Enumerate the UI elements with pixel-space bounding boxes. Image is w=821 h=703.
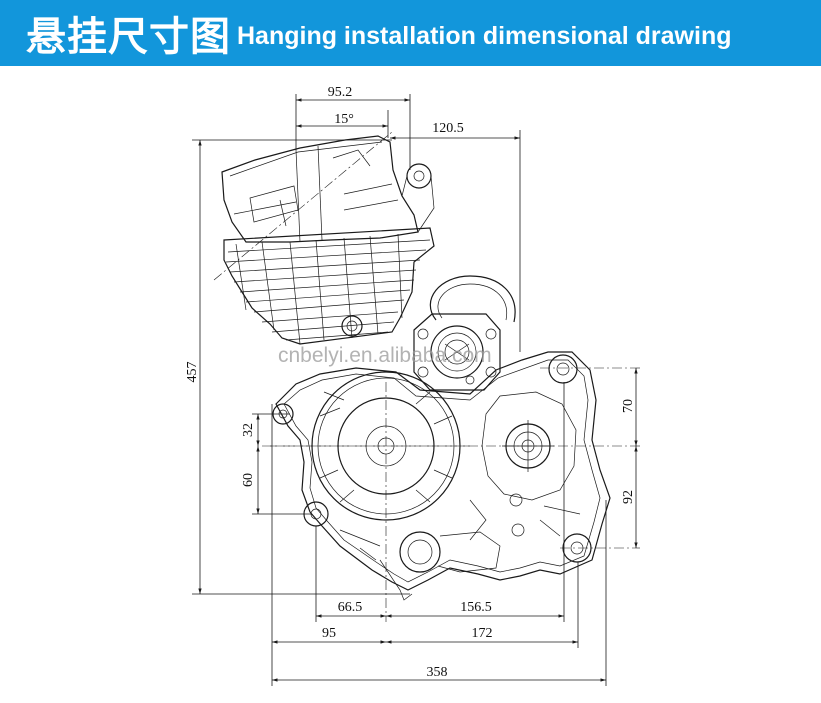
dim-bottom-outer-right: 172 [472, 626, 493, 641]
cooling-fins [225, 233, 431, 345]
title-english: Hanging installation dimensional drawing [237, 21, 732, 50]
dim-total-width: 358 [427, 665, 448, 680]
dimension-labels: 95.2 15° 120.5 457 32 60 70 92 66.5 156.… [185, 85, 636, 680]
crankcase [275, 351, 611, 591]
top-mount-lug [406, 163, 432, 189]
dim-top-width: 95.2 [328, 85, 353, 100]
dim-top-right: 120.5 [432, 121, 464, 136]
dim-right-lower: 92 [621, 490, 636, 504]
engine-dimension-drawing: 95.2 15° 120.5 457 32 60 70 92 66.5 156.… [185, 85, 640, 686]
header-banner: 悬挂尺寸图 Hanging installation dimensional d… [0, 0, 821, 66]
dim-bottom-inner-left: 66.5 [338, 600, 363, 615]
intake-loop [429, 275, 516, 323]
dimension-lines [192, 94, 638, 686]
right-mount-lug-top [548, 354, 578, 384]
dim-left-lower: 60 [241, 473, 256, 487]
valve-cover [221, 135, 419, 243]
dim-bottom-outer-left: 95 [322, 626, 336, 641]
dim-angle: 15° [334, 112, 354, 127]
dim-bottom-inner-right: 156.5 [460, 600, 492, 615]
title-chinese: 悬挂尺寸图 [26, 14, 231, 60]
center-lines [213, 131, 640, 622]
intake-flange [413, 313, 501, 391]
watermark: cnbelyi.en.alibaba.com [278, 344, 492, 367]
dim-right-upper: 70 [621, 399, 636, 413]
clutch-cover [465, 375, 577, 537]
engine-outline [221, 135, 611, 601]
dim-left-upper: 32 [241, 423, 256, 437]
dim-height: 457 [185, 362, 200, 383]
